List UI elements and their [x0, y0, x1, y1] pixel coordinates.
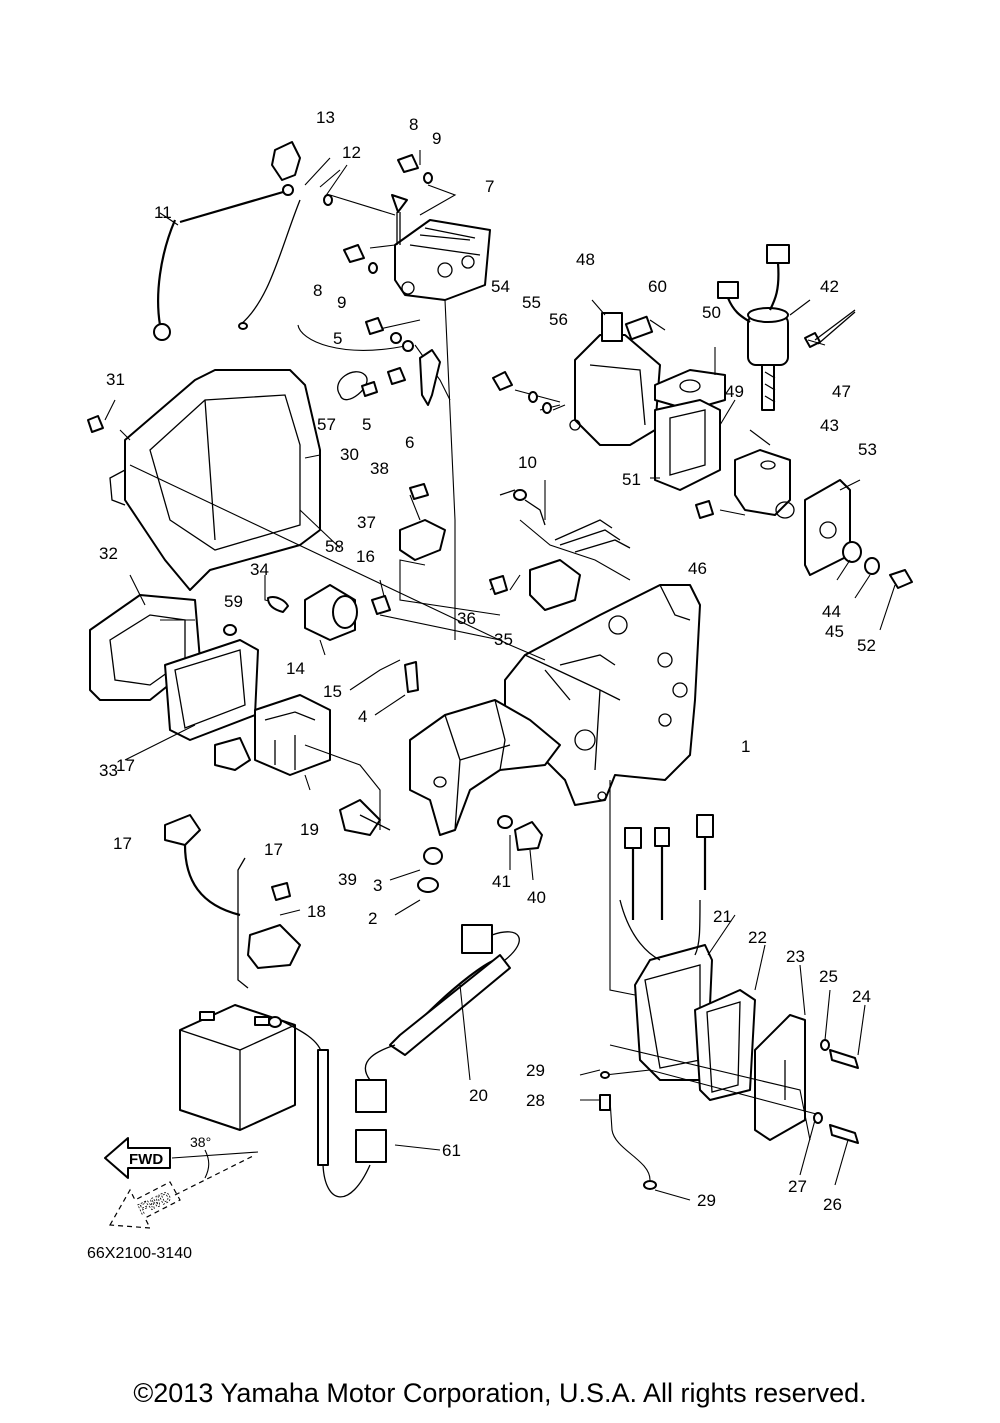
relay-block-drawing: [391, 194, 491, 301]
callout-19: 19: [300, 820, 319, 839]
callout-39: 39: [338, 870, 357, 889]
angle-line-upper: [171, 1151, 259, 1159]
callout-5: 5: [362, 415, 371, 434]
clamp-drawing: [654, 369, 726, 491]
callout-53: 53: [858, 440, 877, 459]
callout-17: 17: [113, 834, 132, 853]
callout-31: 31: [106, 370, 125, 389]
small-parts-drawing: [164, 519, 581, 969]
callout-55: 55: [522, 293, 541, 312]
callout-44: 44: [822, 602, 841, 621]
callout-54: 54: [491, 277, 510, 296]
callout-45: 45: [825, 622, 844, 641]
callout-48: 48: [576, 250, 595, 269]
copyright-notice: ©2013 Yamaha Motor Corporation, U.S.A. A…: [133, 1378, 867, 1408]
callout-2: 2: [368, 909, 377, 928]
callout-8: 8: [409, 115, 418, 134]
callout-47: 47: [832, 382, 851, 401]
callout-58: 58: [325, 537, 344, 556]
callout-29: 29: [526, 1061, 545, 1080]
callout-35: 35: [494, 630, 513, 649]
callout-33: 33: [99, 761, 118, 780]
fasteners-drawing: [87, 154, 859, 1190]
angle-arc: [204, 1149, 210, 1179]
callout-14: 14: [286, 659, 305, 678]
callout-30: 30: [340, 445, 359, 464]
callout-15: 15: [323, 682, 342, 701]
angle-label: 38°: [190, 1134, 211, 1150]
callout-51: 51: [622, 470, 641, 489]
box-cover-drawing: [109, 369, 321, 591]
callout-1: 1: [741, 737, 750, 756]
callout-57: 57: [317, 415, 336, 434]
callout-17: 17: [116, 756, 135, 775]
callout-41: 41: [492, 872, 511, 891]
callout-32: 32: [99, 544, 118, 563]
callout-20: 20: [469, 1086, 488, 1105]
callout-37: 37: [357, 513, 376, 532]
callout-11: 11: [154, 203, 172, 222]
fwd-arrow-dashed: [109, 1181, 181, 1229]
callout-18: 18: [307, 902, 326, 921]
wires-drawing: [153, 141, 520, 1198]
callout-6: 6: [405, 433, 414, 452]
battery-drawing: [179, 1004, 296, 1131]
fwd-label-dashed: FWD: [136, 1188, 174, 1218]
callout-labels: 1 2 3 4 5 5 6 7 8 8 9 9 10 11 12 13 14 1…: [99, 108, 877, 1214]
callout-52: 52: [857, 636, 876, 655]
callout-10: 10: [518, 453, 537, 472]
callout-21: 21: [713, 907, 732, 926]
callout-17: 17: [264, 840, 283, 859]
callout-25: 25: [819, 967, 838, 986]
callout-23: 23: [786, 947, 805, 966]
callout-5: 5: [333, 329, 342, 348]
coil-sensor-drawing: [717, 244, 913, 589]
callout-7: 7: [485, 177, 494, 196]
callout-40: 40: [527, 888, 546, 907]
callout-42: 42: [820, 277, 839, 296]
callout-16: 16: [356, 547, 375, 566]
callout-26: 26: [823, 1195, 842, 1214]
callout-29: 29: [697, 1191, 716, 1210]
callout-43: 43: [820, 416, 839, 435]
electrical-bracket-drawing: [409, 584, 701, 836]
callout-3: 3: [373, 876, 382, 895]
callout-59: 59: [224, 592, 243, 611]
callout-4: 4: [358, 707, 367, 726]
callout-46: 46: [688, 559, 707, 578]
callout-50: 50: [702, 303, 721, 322]
callout-34: 34: [250, 560, 269, 579]
callout-38: 38: [370, 459, 389, 478]
callout-60: 60: [648, 277, 667, 296]
callout-13: 13: [316, 108, 335, 127]
fwd-arrow-solid: [104, 1137, 171, 1179]
rectifier-drawing: [619, 814, 806, 1141]
callout-9: 9: [337, 293, 346, 312]
callout-56: 56: [549, 310, 568, 329]
fwd-label: FWD: [129, 1151, 163, 1168]
callout-49: 49: [725, 382, 744, 401]
callout-9: 9: [432, 129, 441, 148]
callout-22: 22: [748, 928, 767, 947]
callout-36: 36: [457, 609, 476, 628]
angle-line-lower: [174, 1154, 256, 1196]
cover-32-drawing: [89, 594, 259, 741]
callout-24: 24: [852, 987, 871, 1006]
callout-8: 8: [313, 281, 322, 300]
callout-61: 61: [442, 1141, 461, 1160]
callout-28: 28: [526, 1091, 545, 1110]
callout-27: 27: [788, 1177, 807, 1196]
drawing-code: 66X2100-3140: [87, 1245, 192, 1262]
callout-12: 12: [342, 143, 361, 162]
